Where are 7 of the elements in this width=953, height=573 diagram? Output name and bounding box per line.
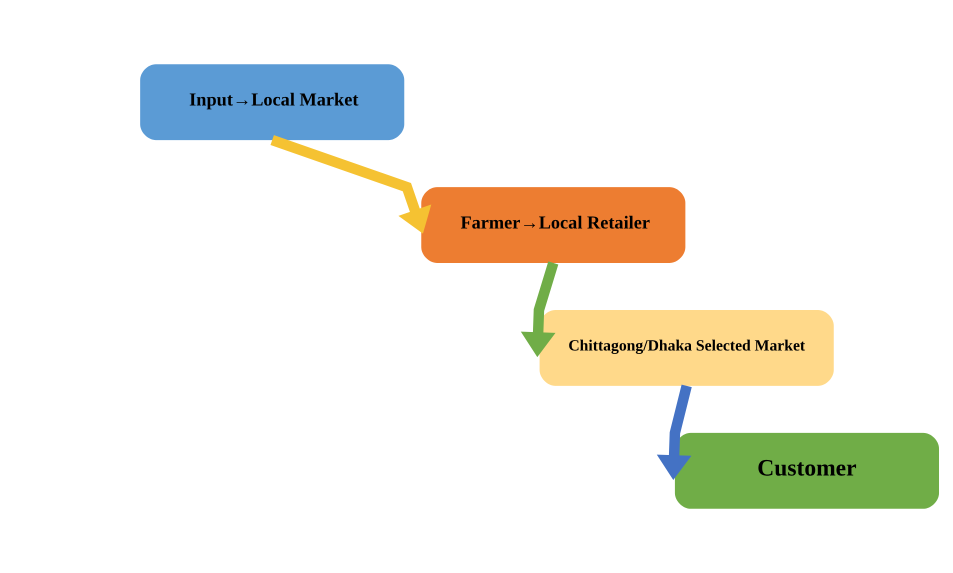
node-box: Input→Local Market — [140, 64, 404, 140]
node-box: Customer — [674, 432, 940, 509]
node-box: Chittagong/Dhaka Selected Market — [540, 310, 834, 386]
arrow — [270, 135, 432, 234]
arrow — [520, 261, 558, 358]
node-box: Farmer→Local Retailer — [421, 187, 686, 263]
arrow — [656, 384, 692, 480]
